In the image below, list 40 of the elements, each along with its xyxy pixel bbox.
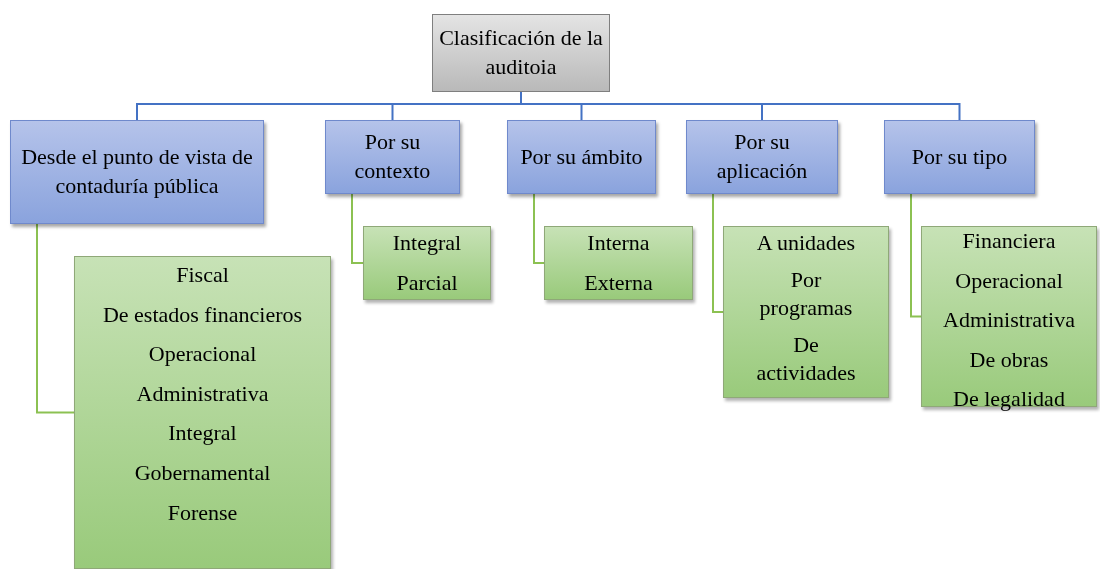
list-box [544, 226, 693, 300]
box-text: Gobernamental [134, 458, 271, 487]
box-text: Parcial [396, 268, 458, 297]
box-text: De estados financieros [102, 300, 303, 329]
box-text: A unidades [756, 229, 856, 257]
box-text: Administrativa [943, 306, 1075, 335]
box-text: Desde el punto de vista de contaduría pública [20, 143, 254, 200]
connector-line [712, 193, 724, 313]
list-box [74, 256, 331, 569]
box-text: Forense [167, 498, 238, 527]
category-box [507, 120, 656, 194]
box-text: Clasificación de la auditoia [439, 24, 603, 81]
box-text: Integral [392, 229, 462, 257]
connector-line [351, 193, 364, 264]
box-text: Externa [584, 268, 653, 297]
box-text: De obras [969, 345, 1049, 374]
box-text: Operacional [955, 266, 1063, 295]
box-text: Por su aplicación [715, 128, 809, 185]
box-text: Interna [587, 229, 650, 257]
box-text: De actividades [755, 330, 857, 388]
box-text: Operacional [148, 340, 257, 369]
category-box [10, 120, 264, 224]
box-text: Por programas [758, 265, 854, 323]
root-box [432, 14, 610, 92]
connector-line [910, 193, 922, 318]
box-text: Por su tipo [911, 142, 1008, 171]
category-box [686, 120, 838, 194]
box-text: Integral [168, 419, 237, 448]
connector-line [533, 193, 545, 264]
box-text: Financiera [962, 227, 1056, 255]
connector-line [36, 223, 75, 414]
box-text: Fiscal [176, 261, 229, 289]
list-box [723, 226, 889, 398]
box-text: Por su ámbito [520, 142, 643, 171]
box-text: Administrativa [136, 379, 269, 408]
list-box [363, 226, 491, 300]
box-text: De legalidad [953, 385, 1065, 414]
category-box [884, 120, 1035, 194]
box-text: Por su contexto [353, 128, 432, 185]
category-box [325, 120, 460, 194]
